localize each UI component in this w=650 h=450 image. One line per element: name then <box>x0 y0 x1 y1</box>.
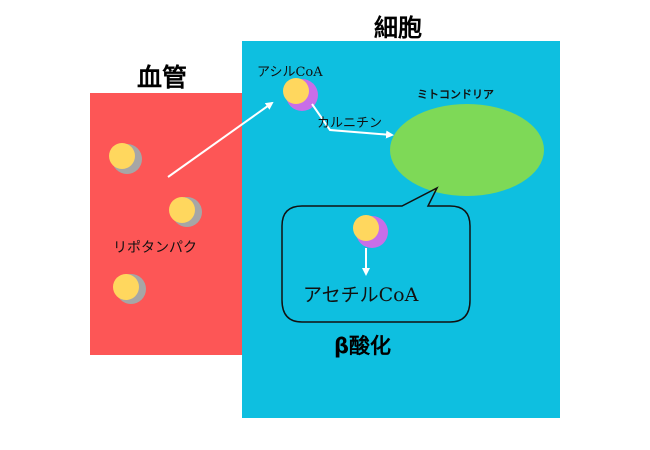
lipoprotein-particle <box>113 274 146 304</box>
cell-title: 細胞 <box>374 14 422 42</box>
carnitine-arrow <box>311 103 394 139</box>
lipoprotein-particle <box>109 143 142 174</box>
beta-oxidation-title: β酸化 <box>334 334 392 358</box>
mitochondria-label: ミトコンドリア <box>417 88 494 101</box>
acyl-coa-label: アシルCoA <box>257 65 323 80</box>
blood-vessel-region <box>90 93 245 355</box>
beta-oxidation-bubble <box>281 186 471 323</box>
acetyl-coa-label: アセチルCoA <box>303 284 419 306</box>
mitochondria-shape <box>390 104 544 196</box>
carnitine-label: カルニチン <box>317 116 383 131</box>
acyl-coa-particle-in-bubble <box>353 215 388 248</box>
transport-arrow <box>167 101 274 178</box>
blood-vessel-title: 血管 <box>137 63 188 92</box>
lipoprotein-particle <box>169 197 202 227</box>
acyl-coa-particle <box>283 78 318 111</box>
lipoprotein-label: リポタンパク <box>113 240 197 256</box>
